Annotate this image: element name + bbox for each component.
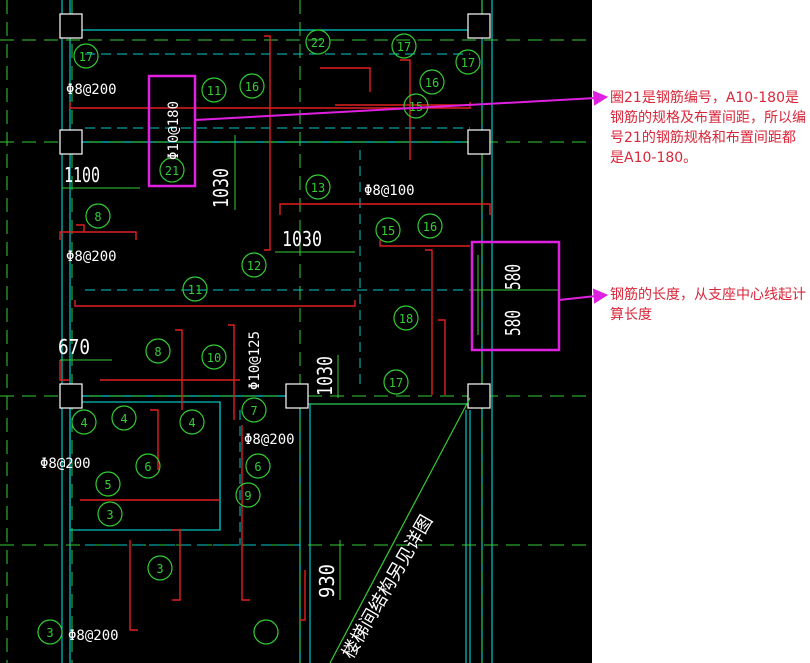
dim-1030-a: 1030	[209, 168, 233, 208]
center-lines	[0, 0, 592, 663]
bar-no-17c: 17	[461, 56, 475, 70]
bar-no-11a: 11	[207, 84, 221, 98]
bar-no-10: 10	[207, 351, 221, 365]
bar-no-18: 18	[399, 312, 413, 326]
stair-note: 楼梯间结构另见详图	[338, 512, 437, 663]
dim-580-b: 580	[501, 310, 525, 336]
spec-phi8-200-e: Φ8@200	[68, 628, 119, 644]
bar-no-17a: 17	[79, 50, 93, 64]
annotation-rebar-length: 钢筋的长度，从支座中心线起计算长度	[610, 287, 806, 323]
dim-670: 670	[58, 335, 90, 359]
bar-no-8b: 8	[154, 345, 161, 359]
bar-no-3c: 3	[46, 626, 53, 640]
reinforcement-plan: 17 22 17 17 11 16 16 15 21 13 8 15 16 12…	[0, 0, 592, 663]
bar-no-21: 21	[165, 164, 179, 178]
bar-no-4b: 4	[120, 412, 127, 426]
bar-no-5: 5	[104, 478, 111, 492]
bar-number-circles	[37, 29, 481, 645]
dim-1030-b: 1030	[282, 227, 322, 251]
spec-phi8-200-b: Φ8@200	[66, 249, 117, 265]
spec-phi8-100: Φ8@100	[364, 183, 415, 199]
bar-no-4c: 4	[188, 416, 195, 430]
bar-no-6b: 6	[254, 460, 261, 474]
dimension-lines	[60, 135, 560, 600]
annotation-rebar-number: 圈21是钢筋编号，A10-180是钢筋的规格及布置间距，所以编号21的钢筋规格和…	[610, 90, 806, 166]
spec-phi8-200-a: Φ8@200	[66, 82, 117, 98]
bar-no-7: 7	[250, 404, 257, 418]
bar-no-16a: 16	[245, 80, 259, 94]
bar-no-8a: 8	[94, 210, 101, 224]
bar-no-4a: 4	[80, 416, 87, 430]
dim-580-a: 580	[501, 264, 525, 290]
bar-no-16b: 16	[425, 76, 439, 90]
bar-no-3b: 3	[156, 562, 163, 576]
spec-phi8-200-d: Φ8@200	[40, 456, 91, 472]
structural-grid	[61, 0, 493, 663]
dim-930: 930	[315, 564, 339, 598]
bar-no-22: 22	[311, 36, 325, 50]
bar-no-13: 13	[311, 181, 325, 195]
bar-no-17b: 17	[397, 40, 411, 54]
bar-no-6a: 6	[144, 460, 151, 474]
spec-phi10-125: Φ10@125	[247, 331, 263, 390]
dim-1100: 1100	[64, 163, 100, 187]
bar-no-11b: 11	[188, 283, 202, 297]
bar-no-3a: 3	[106, 508, 113, 522]
highlight-box-bar21	[147, 74, 197, 188]
spec-phi10-180: Φ10@180	[166, 101, 182, 160]
highlight-boxes	[147, 74, 561, 352]
bar-no-15a: 15	[409, 100, 423, 114]
stair-diagonal	[329, 397, 471, 663]
bar-no-12: 12	[247, 259, 261, 273]
bar-no-15b: 15	[381, 224, 395, 238]
bar-no-9: 9	[244, 489, 251, 503]
cad-drawing: 17 22 17 17 11 16 16 15 21 13 8 15 16 12…	[0, 0, 592, 663]
spec-phi8-200-c: Φ8@200	[244, 432, 295, 448]
dim-1030-c: 1030	[313, 356, 337, 396]
bar-no-16c: 16	[423, 220, 437, 234]
bar-no-17d: 17	[389, 376, 403, 390]
columns	[59, 13, 491, 409]
